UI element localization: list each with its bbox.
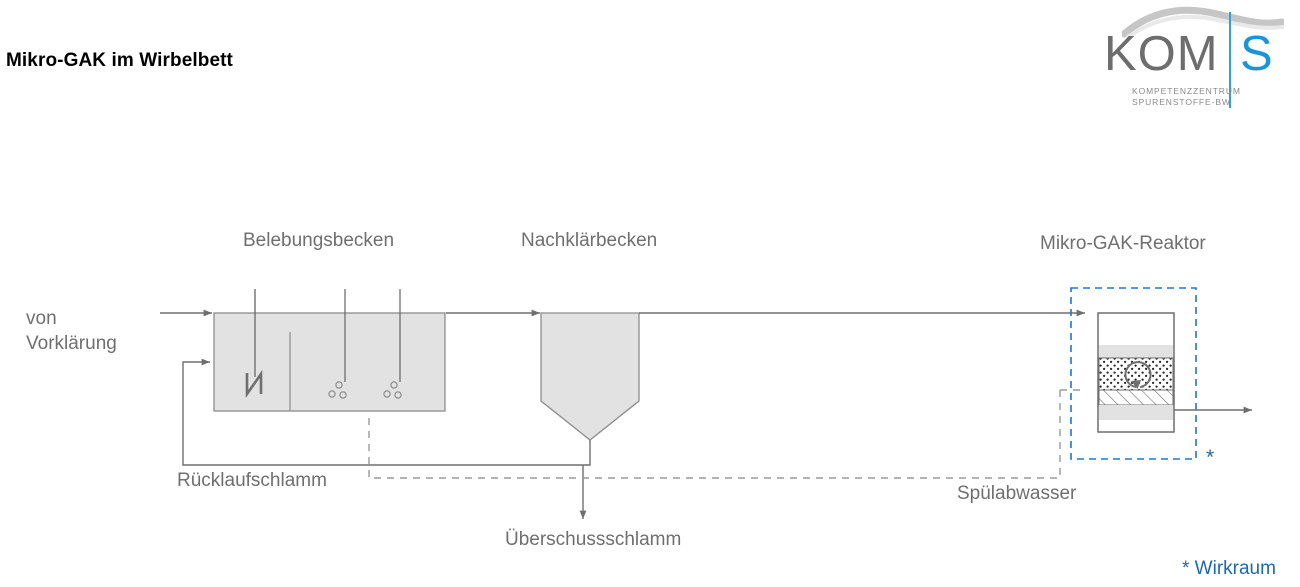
reactor-water-layer-upper <box>1099 345 1173 358</box>
flow-return-sludge <box>182 358 591 466</box>
wirkraum-asterisk-marker: * <box>1206 446 1215 469</box>
logo-kom-text: KOM <box>1104 27 1219 81</box>
bubble <box>339 391 347 399</box>
wirkraum-highlight-box <box>1070 287 1197 460</box>
reactor-hatched-layer <box>1098 389 1174 406</box>
label-von-vorklaerung-line2: Vorklärung <box>26 333 117 354</box>
footnote-wirkraum: * Wirkraum <box>1182 558 1276 579</box>
label-mikro-gak-reaktor: Mikro-GAK-Reaktor <box>1040 233 1206 254</box>
reactor-water-layer-lower <box>1099 405 1173 420</box>
flow-backwash-water <box>368 390 1061 479</box>
label-belebungsbecken: Belebungsbecken <box>243 230 395 251</box>
bubble <box>335 381 343 389</box>
bubble <box>390 381 398 389</box>
logo-wave-icon <box>1122 6 1284 38</box>
reactor-vessel-outline <box>1097 312 1175 433</box>
label-von-vorklaerung-line1: von <box>26 308 57 329</box>
logo-subtitle-line2: SPURENSTOFFE-BW <box>1132 96 1231 107</box>
page-title: Mikro-GAK im Wirbelbett <box>6 50 233 71</box>
label-nachklaerbecken: Nachklärbecken <box>521 230 658 251</box>
label-spuelabwasser: Spülabwasser <box>957 483 1077 504</box>
label-ueberschussschlamm: Überschussschlamm <box>505 529 682 550</box>
circulation-arrowhead-icon <box>1131 380 1141 389</box>
clarifier-tank <box>540 312 640 441</box>
logo-divider <box>1229 12 1231 108</box>
label-ruecklaufschlamm: Rücklaufschlamm <box>177 470 327 491</box>
bubble <box>394 391 402 399</box>
mixer-blade-icon <box>245 369 263 399</box>
logo-s-text: S <box>1240 27 1273 81</box>
circulation-arrow-icon <box>1124 361 1152 388</box>
bubble <box>328 390 336 398</box>
bubble <box>383 390 391 398</box>
logo-subtitle-line1: KOMPETENZZENTRUM <box>1132 86 1241 96</box>
